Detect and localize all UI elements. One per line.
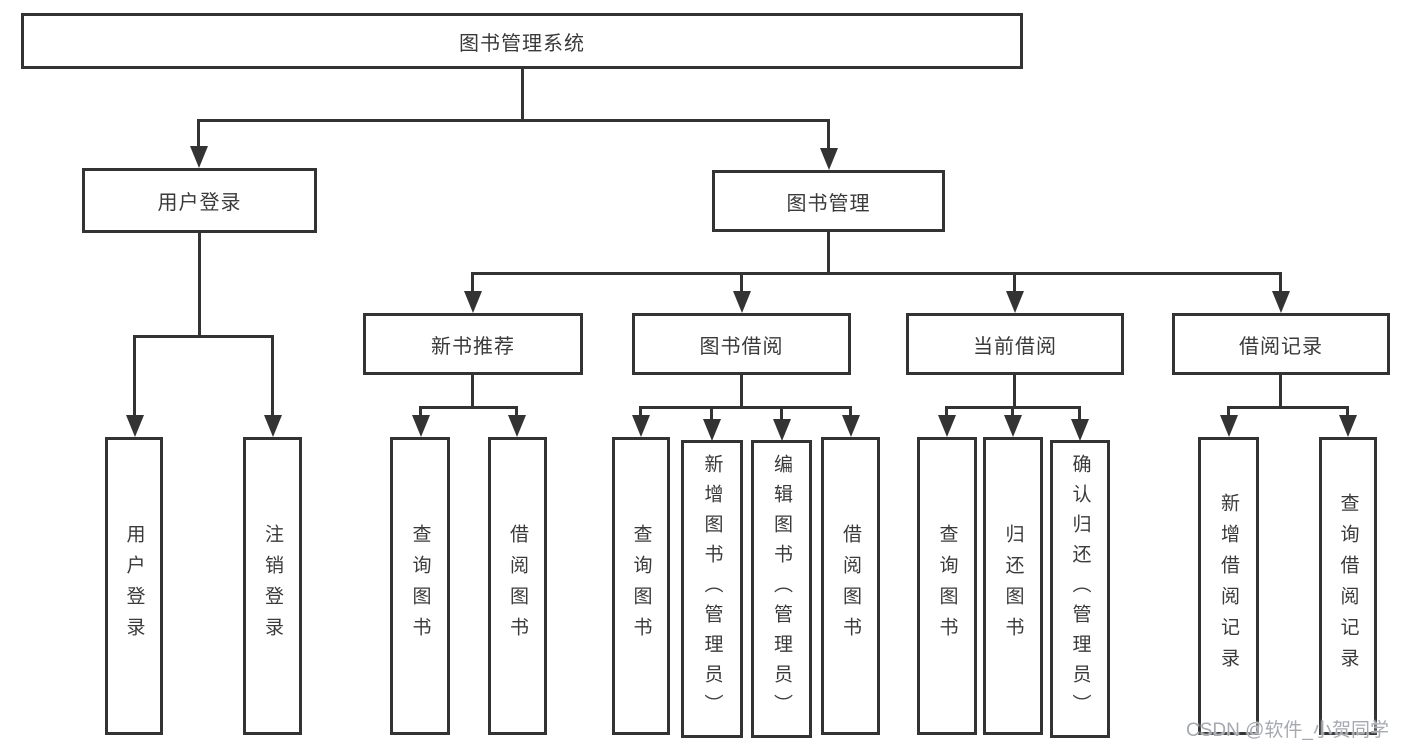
node-borrow-record: 借阅记录 xyxy=(1172,313,1390,375)
arrow-down-icon xyxy=(1272,291,1290,313)
node-label: 借阅记录 xyxy=(1239,335,1323,358)
leaf-edit-books-admin: 编辑图书（管理员） xyxy=(751,440,812,738)
leaf-label: 查询图书 xyxy=(630,524,652,648)
leaf-query-books-borrow: 查询图书 xyxy=(612,437,670,735)
node-new-book-recommend: 新书推荐 xyxy=(363,313,583,375)
node-label: 图书借阅 xyxy=(699,335,784,358)
connector-line xyxy=(198,233,201,338)
connector-line xyxy=(780,406,783,420)
leaf-label: 归还图书 xyxy=(1002,524,1024,648)
connector-line xyxy=(515,406,518,418)
connector-line xyxy=(710,406,713,420)
leaf-label: 确认归还（管理员） xyxy=(1069,454,1091,724)
connector-line xyxy=(827,232,830,275)
connector-line xyxy=(419,406,422,418)
arrow-down-icon xyxy=(126,415,144,437)
arrow-down-icon xyxy=(1071,419,1089,441)
leaf-borrow-books: 借阅图书 xyxy=(821,437,880,735)
leaf-borrow-books-recommend: 借阅图书 xyxy=(488,437,547,735)
arrow-down-icon xyxy=(1220,415,1238,437)
connector-line xyxy=(639,406,851,409)
connector-line xyxy=(1279,272,1282,293)
leaf-return-books: 归还图书 xyxy=(983,437,1043,735)
leaf-label: 新增借阅记录 xyxy=(1218,493,1239,679)
connector-line xyxy=(740,375,743,409)
leaf-query-books-current: 查询图书 xyxy=(917,437,977,735)
arrow-down-icon xyxy=(703,419,721,441)
leaf-label: 查询图书 xyxy=(936,524,958,648)
connector-line xyxy=(471,375,474,409)
arrow-down-icon xyxy=(264,415,282,437)
node-label: 新书推荐 xyxy=(431,335,515,358)
connector-line xyxy=(133,335,136,417)
arrow-down-icon xyxy=(842,415,860,437)
connector-line xyxy=(827,119,830,150)
node-root-library-system: 图书管理系统 xyxy=(21,13,1023,69)
leaf-label: 编辑图书（管理员） xyxy=(771,454,792,724)
leaf-label: 借阅图书 xyxy=(507,524,528,648)
arrow-down-icon xyxy=(1006,291,1024,313)
node-label: 图书管理系统 xyxy=(459,32,585,55)
node-book-management: 图书管理 xyxy=(712,170,945,232)
connector-line xyxy=(271,335,274,417)
connector-line xyxy=(1011,406,1014,418)
arrow-down-icon xyxy=(412,415,430,437)
arrow-down-icon xyxy=(733,291,751,313)
leaf-query-borrow-record: 查询借阅记录 xyxy=(1319,437,1377,735)
connector-line xyxy=(740,272,743,293)
connector-line xyxy=(197,119,830,122)
leaf-label: 借阅图书 xyxy=(840,524,861,648)
leaf-add-books-admin: 新增图书（管理员） xyxy=(681,440,743,738)
connector-line xyxy=(639,406,642,418)
connector-line xyxy=(133,335,273,338)
leaf-logout-login: 注销登录 xyxy=(243,437,302,735)
arrow-down-icon xyxy=(773,419,791,441)
arrow-down-icon xyxy=(632,415,650,437)
connector-line xyxy=(1078,406,1081,420)
connector-line xyxy=(1227,406,1230,418)
leaf-query-books-recommend: 查询图书 xyxy=(390,437,450,735)
node-label: 图书管理 xyxy=(786,192,871,215)
leaf-label: 注销登录 xyxy=(262,524,283,648)
connector-line xyxy=(471,272,1282,275)
connector-line xyxy=(197,119,200,148)
connector-line xyxy=(1013,272,1016,293)
leaf-label: 用户登录 xyxy=(123,524,145,648)
leaf-add-borrow-record: 新增借阅记录 xyxy=(1198,437,1259,735)
arrow-down-icon xyxy=(1004,415,1022,437)
connector-line xyxy=(1346,406,1349,418)
node-book-borrow: 图书借阅 xyxy=(632,313,851,375)
connector-line xyxy=(849,406,852,418)
node-label: 用户登录 xyxy=(157,192,242,214)
arrow-down-icon xyxy=(1339,415,1357,437)
leaf-confirm-return-admin: 确认归还（管理员） xyxy=(1050,440,1110,738)
watermark-text: CSDN @软件_小贺同学 xyxy=(1186,720,1389,741)
arrow-down-icon xyxy=(464,291,482,313)
leaf-label: 新增图书（管理员） xyxy=(701,454,723,724)
leaf-label: 查询借阅记录 xyxy=(1337,493,1359,679)
connector-line xyxy=(471,272,474,293)
connector-line xyxy=(945,406,948,418)
arrow-down-icon xyxy=(190,146,208,168)
connector-line xyxy=(1013,375,1016,409)
leaf-label: 查询图书 xyxy=(409,524,431,648)
node-current-borrow: 当前借阅 xyxy=(906,313,1124,375)
connector-line xyxy=(521,69,524,122)
node-label: 当前借阅 xyxy=(973,335,1057,358)
arrow-down-icon xyxy=(938,415,956,437)
arrow-down-icon xyxy=(508,415,526,437)
connector-line xyxy=(419,406,518,409)
connector-line xyxy=(1279,375,1282,409)
leaf-user-login: 用户登录 xyxy=(105,437,163,735)
node-user-login: 用户登录 xyxy=(82,168,317,233)
arrow-down-icon xyxy=(820,148,838,170)
connector-line xyxy=(1227,406,1349,409)
